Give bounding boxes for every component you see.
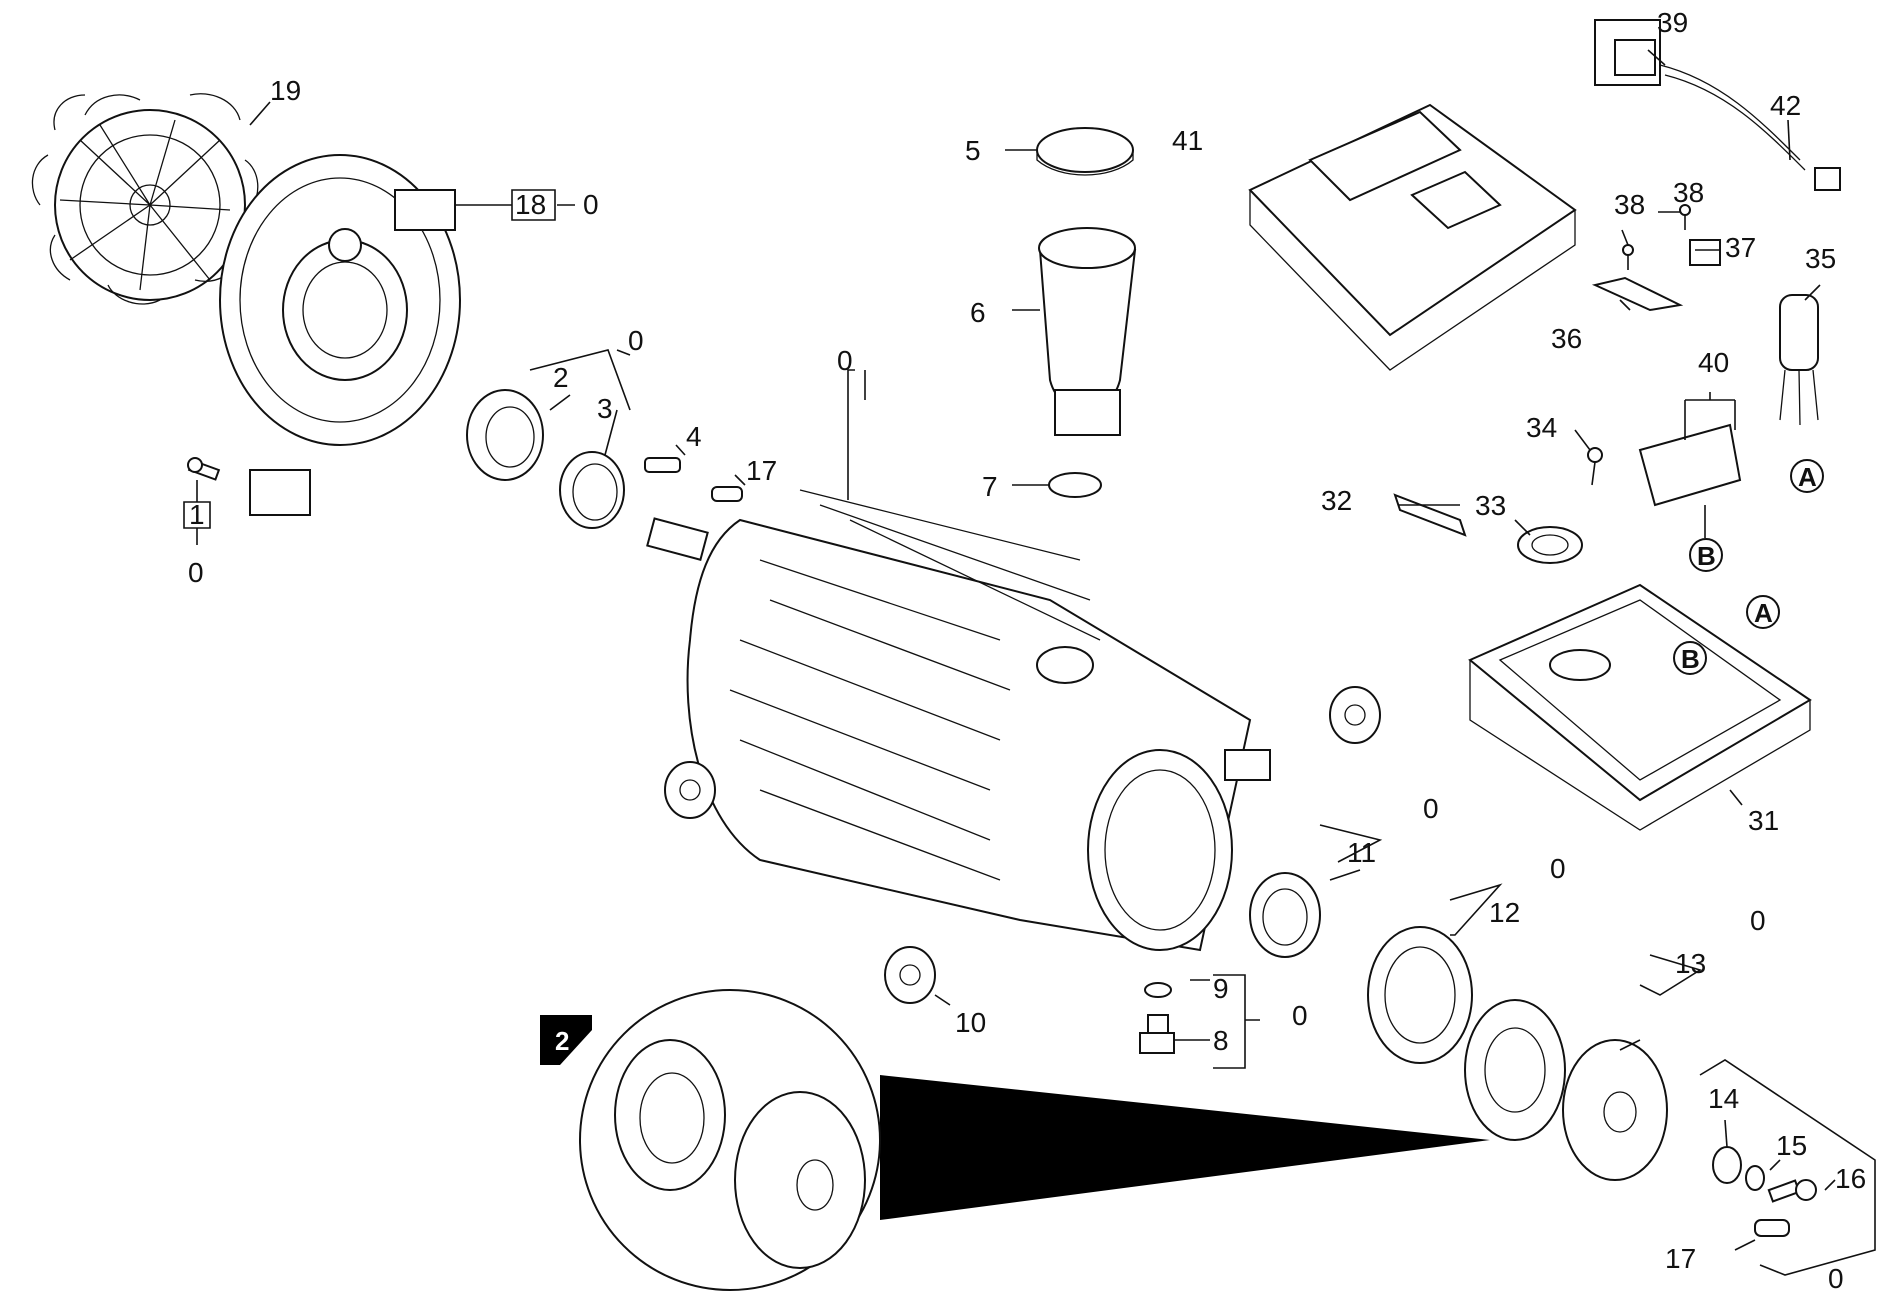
circuit-board-part <box>1638 423 1742 507</box>
label-9: 9 <box>1213 973 1229 1004</box>
key-part <box>1754 1219 1790 1237</box>
label-33: 33 <box>1475 490 1506 521</box>
label-0: 0 <box>628 325 644 356</box>
label-17: 17 <box>746 455 777 486</box>
label-17: 17 <box>1665 1243 1696 1274</box>
terminal-part <box>1689 239 1721 266</box>
cap-part <box>1036 127 1134 176</box>
detail-badge: 2 <box>540 1015 592 1065</box>
label-14: 14 <box>1708 1083 1739 1114</box>
label-34: 34 <box>1526 412 1557 443</box>
lock-washer-part <box>1745 1165 1765 1191</box>
drain-plug-part <box>1139 1014 1175 1054</box>
svg-text:A: A <box>1754 598 1773 628</box>
label-1-qty: 0 <box>188 557 204 588</box>
label-10: 10 <box>955 1007 986 1038</box>
label-0: 0 <box>1828 1263 1844 1294</box>
screw-part <box>1587 447 1603 486</box>
badge-number: 2 <box>555 1026 569 1056</box>
large-bearing-part <box>1367 926 1473 1064</box>
svg-text:B: B <box>1681 644 1700 674</box>
svg-text:B: B <box>1697 541 1716 571</box>
o-ring-part <box>1144 982 1172 998</box>
label-6: 6 <box>970 297 986 328</box>
label-11: 11 <box>1347 837 1376 868</box>
key-part <box>644 457 681 473</box>
screw-part <box>187 457 221 481</box>
motor-housing-part <box>646 489 1271 952</box>
label-12: 12 <box>1489 897 1520 928</box>
label-18-qty: 0 <box>583 189 599 220</box>
label-2: 2 <box>553 362 569 393</box>
svg-text:A: A <box>1798 462 1817 492</box>
cover-disc-part <box>1562 1039 1668 1181</box>
label-18: 18 <box>515 189 546 220</box>
control-box-base-part <box>1468 583 1812 831</box>
oil-cup-part <box>1038 227 1137 436</box>
key-part <box>711 486 743 502</box>
contactor-part <box>1594 19 1661 86</box>
label-0: 0 <box>1550 853 1566 884</box>
seal-pack-part <box>1464 999 1566 1141</box>
label-0: 0 <box>1423 793 1439 824</box>
washer-part <box>1712 1146 1742 1184</box>
label-38: 38 <box>1673 177 1704 208</box>
label-40: 40 <box>1698 347 1729 378</box>
ring-part <box>559 451 625 529</box>
roller-part <box>664 761 716 819</box>
label-41: 41 <box>1172 125 1203 156</box>
screw-part <box>1679 204 1691 230</box>
label-0: 0 <box>837 345 853 376</box>
bearing-part <box>466 389 544 481</box>
screw-part <box>1622 244 1634 270</box>
callout-letter-a: A <box>1790 459 1824 493</box>
bolt-part <box>1767 1179 1817 1203</box>
o-ring-part <box>1048 472 1102 498</box>
control-box-lid-part <box>1248 103 1577 371</box>
grommet-part <box>1517 526 1583 564</box>
label-32: 32 <box>1321 485 1352 516</box>
label-36: 36 <box>1551 323 1582 354</box>
clip-part <box>1393 493 1467 537</box>
callout-letter-b: B <box>1673 641 1707 675</box>
seal-part <box>1249 872 1321 958</box>
leader-lines <box>183 49 1876 1276</box>
label-15: 15 <box>1776 1130 1807 1161</box>
label-1: 1 <box>189 499 205 530</box>
label-37: 37 <box>1725 232 1756 263</box>
label-16: 16 <box>1835 1163 1866 1194</box>
cable-part <box>1659 64 1806 171</box>
label-35: 35 <box>1805 243 1836 274</box>
label-0: 0 <box>1292 1000 1308 1031</box>
label-4: 4 <box>686 421 702 452</box>
label-0: 0 <box>1750 905 1766 936</box>
roller-part <box>884 946 936 1004</box>
connector-part <box>1814 167 1841 191</box>
label-8: 8 <box>1213 1025 1229 1056</box>
label-19: 19 <box>270 75 301 106</box>
label-39: 39 <box>1657 7 1688 38</box>
label-3: 3 <box>597 393 613 424</box>
label-38: 38 <box>1614 189 1645 220</box>
callout-letter-a: A <box>1746 595 1780 629</box>
label-31: 31 <box>1748 805 1779 836</box>
callout-letter-b: B <box>1689 538 1723 572</box>
label-42: 42 <box>1770 90 1801 121</box>
rail-part <box>1591 276 1684 312</box>
detail-magnifier <box>579 989 1490 1291</box>
capacitor-part <box>1779 294 1819 426</box>
roller-part <box>1329 686 1381 744</box>
part-labels: 19 18 0 1 0 0 2 3 4 17 0 5 41 6 7 39 42 … <box>188 7 1866 1294</box>
end-bell-part <box>219 154 461 516</box>
label-13: 13 <box>1675 948 1706 979</box>
label-5: 5 <box>965 135 981 166</box>
label-7: 7 <box>982 471 998 502</box>
